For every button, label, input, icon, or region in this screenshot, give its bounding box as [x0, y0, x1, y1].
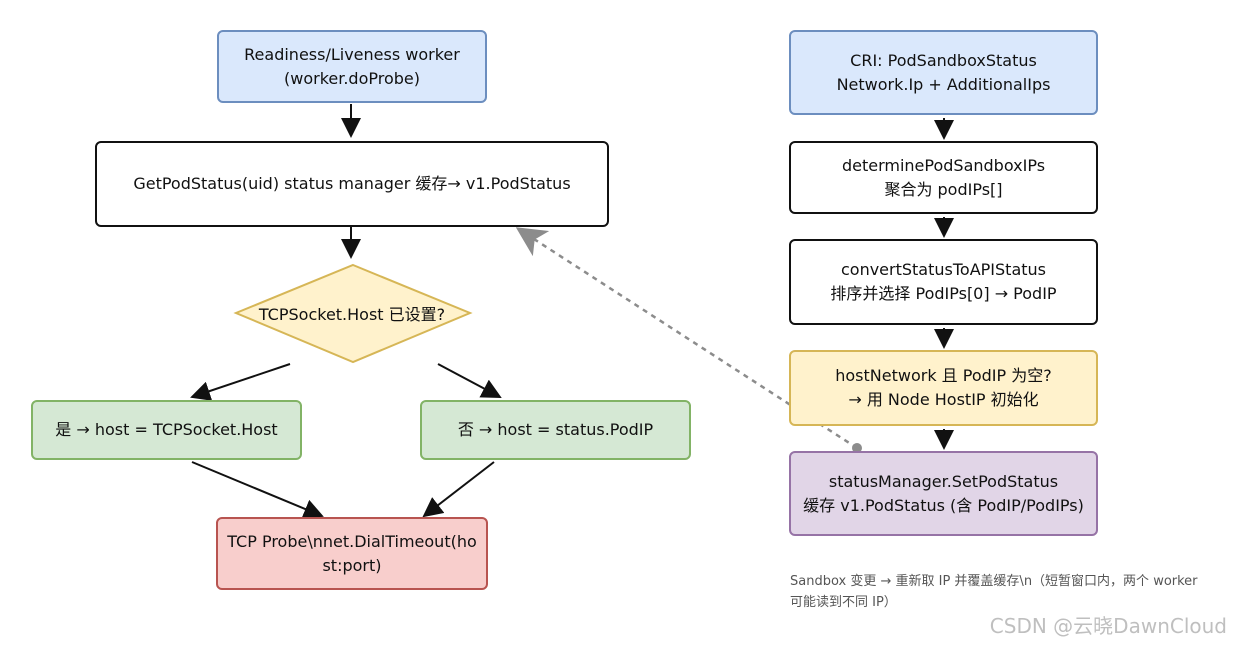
cri-status-line-2: Network.Ip + AdditionalIps	[836, 74, 1051, 94]
set-pod-status-line-1: statusManager.SetPodStatus	[828, 471, 1059, 491]
branch-no-line-1: 否 → host = status.PodIP	[457, 420, 654, 439]
convert-status-line-1: convertStatusToAPIStatus	[840, 260, 1046, 279]
decision-label: TCPSocket.Host 已设置?	[258, 305, 446, 324]
tcp-probe-node: TCP Probe\nnet.DialTimeout(host:port)	[216, 517, 488, 590]
readiness-worker-node: Readiness/Liveness worker (worker.doProb…	[217, 30, 487, 103]
branch-yes-line-1: 是 → host = TCPSocket.Host	[55, 420, 278, 439]
dashed-arrow-note: Sandbox 变更 → 重新取 IP 并覆盖缓存\n（短暂窗口内，两个 wor…	[790, 574, 1198, 610]
watermark: CSDN @云晓DawnCloud	[989, 614, 1227, 638]
convert-status-line-2: 排序并选择 PodIPs[0] → PodIP	[830, 284, 1057, 303]
host-network-node: hostNetwork 且 PodIP 为空? → 用 Node HostIP …	[789, 350, 1098, 426]
cri-status-node: CRI: PodSandboxStatus Network.Ip + Addit…	[789, 30, 1098, 115]
dashed-arrow-origin-dot	[852, 443, 862, 453]
determine-ips-node: determinePodSandboxIPs 聚合为 podIPs[]	[789, 141, 1098, 214]
readiness-worker-line-1: Readiness/Liveness worker	[244, 44, 460, 64]
decision-diamond	[233, 263, 473, 364]
branch-no-node: 否 → host = status.PodIP	[420, 400, 691, 460]
host-network-line-1: hostNetwork 且 PodIP 为空?	[835, 366, 1052, 385]
arrow-no-to-tcp-probe	[422, 461, 495, 518]
host-network-line-2: → 用 Node HostIP 初始化	[848, 390, 1039, 409]
set-pod-status-line-2: 缓存 v1.PodStatus (含 PodIP/PodIPs)	[803, 495, 1084, 515]
arrow-yes-to-tcp-probe	[191, 461, 324, 519]
set-pod-status-node: statusManager.SetPodStatus 缓存 v1.PodStat…	[789, 451, 1098, 536]
tcp-probe-line-1: TCP Probe\nnet.DialTimeout(host:port)	[227, 531, 477, 575]
get-pod-status-node: GetPodStatus(uid) status manager 缓存→ v1.…	[95, 141, 609, 227]
determine-ips-line-2: 聚合为 podIPs[]	[884, 179, 1003, 199]
arrow-decision-to-yes	[190, 363, 291, 401]
determine-ips-line-1: determinePodSandboxIPs	[841, 155, 1046, 175]
readiness-worker-line-2: (worker.doProbe)	[284, 68, 420, 88]
convert-status-node: convertStatusToAPIStatus 排序并选择 PodIPs[0]…	[789, 239, 1098, 325]
dashed-arrow-setstatus-to-getstatus	[515, 227, 858, 450]
branch-yes-node: 是 → host = TCPSocket.Host	[31, 400, 302, 460]
get-pod-status-line-1: GetPodStatus(uid) status manager 缓存→ v1.…	[133, 174, 571, 193]
arrow-decision-to-no	[437, 363, 502, 398]
cri-status-line-1: CRI: PodSandboxStatus	[850, 50, 1037, 70]
